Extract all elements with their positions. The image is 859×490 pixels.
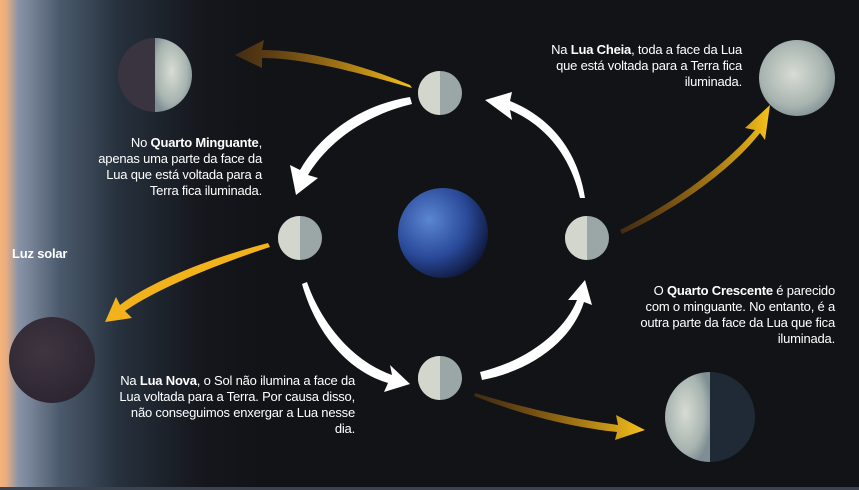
caption-text: , o Sol não ilumina a face da Lua voltad… bbox=[119, 373, 355, 436]
arrow-to-new bbox=[105, 243, 270, 322]
arrow-top-to-left bbox=[290, 97, 412, 195]
moon-waxing-quarter bbox=[665, 372, 755, 462]
caption-text: Na bbox=[120, 373, 140, 388]
arrow-to-full bbox=[620, 105, 770, 234]
caption-bold: Quarto Minguante bbox=[150, 135, 259, 150]
caption-full-moon: Na Lua Cheia, toda a face da Lua que est… bbox=[550, 42, 742, 90]
caption-text: , toda a face da Lua que está voltada pa… bbox=[556, 42, 742, 89]
orbit-moon-right bbox=[565, 216, 609, 260]
orbit-moon-left bbox=[278, 216, 322, 260]
caption-new-moon: Na Lua Nova, o Sol não ilumina a face da… bbox=[110, 373, 355, 437]
caption-bold: Quarto Crescente bbox=[666, 283, 773, 298]
arrow-left-to-bottom bbox=[302, 282, 410, 392]
caption-bold: Lua Nova bbox=[139, 373, 197, 388]
caption-waning-quarter: No Quarto Minguante, apenas uma parte da… bbox=[90, 135, 262, 199]
arrow-to-crescent bbox=[474, 393, 645, 440]
earth bbox=[398, 188, 488, 278]
caption-text: , apenas uma parte da face da Lua que es… bbox=[98, 135, 262, 198]
moon-new bbox=[9, 317, 95, 403]
arrow-bottom-to-right bbox=[480, 280, 592, 380]
caption-text: O bbox=[653, 283, 667, 298]
caption-text: No bbox=[130, 135, 151, 150]
orbit-moon-bottom bbox=[418, 356, 462, 400]
bottom-border bbox=[0, 487, 859, 490]
phase-arrows bbox=[235, 40, 770, 440]
label-sunlight: Luz solar bbox=[12, 246, 68, 261]
moon-waning-quarter bbox=[118, 38, 192, 112]
moon-full bbox=[759, 40, 835, 116]
orbit-moon-top bbox=[418, 71, 462, 115]
arrow-to-waning bbox=[235, 40, 412, 88]
caption-text: Na bbox=[551, 42, 571, 57]
caption-text: é parecido com o minguante. No entanto, … bbox=[640, 283, 835, 346]
arrow-right-to-top bbox=[485, 92, 585, 198]
caption-waxing-quarter: O Quarto Crescente é parecido com o ming… bbox=[640, 283, 835, 347]
caption-bold: Lua Cheia bbox=[570, 42, 632, 57]
orbit-arrows bbox=[290, 92, 592, 392]
